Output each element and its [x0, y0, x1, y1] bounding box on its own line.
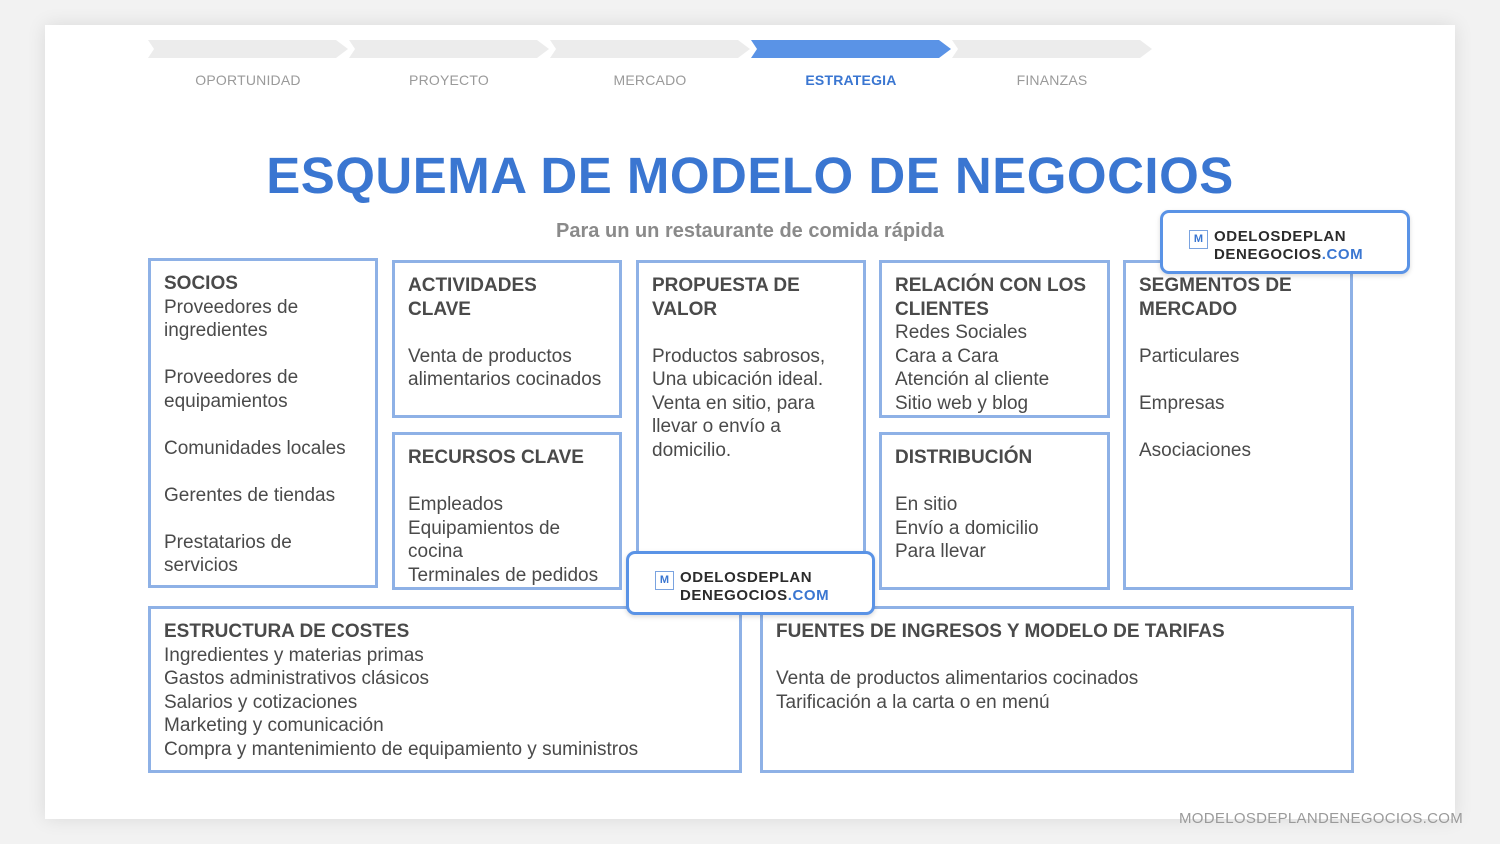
- list-item: Venta de productos alimentarios cocinado…: [408, 345, 602, 391]
- step-finanzas[interactable]: FINANZAS: [952, 40, 1152, 88]
- segmentos-heading: SEGMENTOS DE: [1139, 275, 1292, 296]
- segmentos-box: SEGMENTOS DE MERCADO Particulares Empres…: [1123, 260, 1353, 590]
- list-item: Terminales de pedidos: [408, 564, 599, 586]
- relacion-box: RELACIÓN CON LOS CLIENTES Redes Sociales…: [879, 260, 1110, 418]
- watermark-logo[interactable]: M ODELOSDEPLAN DENEGOCIOS.COM: [1160, 210, 1410, 274]
- step-arrow: [349, 40, 549, 58]
- ingresos-box: FUENTES DE INGRESOS Y MODELO DE TARIFAS …: [760, 606, 1354, 773]
- relacion-heading: RELACIÓN CON LOS: [895, 275, 1087, 296]
- step-arrow: [148, 40, 348, 58]
- watermark-logo[interactable]: M ODELOSDEPLAN DENEGOCIOS.COM: [626, 551, 875, 615]
- actividades-heading-2: CLAVE: [408, 298, 471, 320]
- logo-text-line2: DENEGOCIOS.COM: [1214, 246, 1364, 263]
- list-item: Redes Sociales: [895, 322, 1028, 343]
- logo-text-line1: ODELOSDEPLAN: [1214, 228, 1347, 245]
- page-title: ESQUEMA DE MODELO DE NEGOCIOS: [266, 147, 1234, 204]
- list-item: En sitio: [895, 494, 958, 515]
- list-item: Sitio web y blog: [895, 392, 1029, 414]
- list-item: Compra y mantenimiento de equipamiento y…: [164, 738, 639, 760]
- step-label: OPORTUNIDAD: [195, 72, 301, 88]
- segmentos-heading-2: MERCADO: [1139, 298, 1238, 320]
- propuesta-heading-2: VALOR: [652, 298, 718, 320]
- socios-box: SOCIOS Proveedores de ingredientes Prove…: [148, 258, 378, 588]
- actividades-box: ACTIVIDADES CLAVE Venta de productos ali…: [392, 260, 622, 418]
- relacion-heading-2: CLIENTES: [895, 298, 989, 320]
- list-item: Marketing y comunicación: [164, 715, 384, 736]
- step-estrategia[interactable]: ESTRATEGIA: [751, 40, 951, 88]
- recursos-box: RECURSOS CLAVE Empleados Equipamientos d…: [392, 432, 622, 590]
- step-arrow: [952, 40, 1152, 58]
- ingresos-heading: FUENTES DE INGRESOS Y MODELO DE TARIFAS: [776, 621, 1225, 642]
- recursos-heading: RECURSOS CLAVE: [408, 447, 584, 468]
- logo-m-icon: M: [655, 571, 674, 590]
- list-item: Particulares: [1139, 345, 1240, 367]
- costes-heading: ESTRUCTURA DE COSTES: [164, 621, 410, 642]
- step-label: PROYECTO: [409, 72, 489, 88]
- list-item: Proveedores de equipamientos: [164, 367, 299, 412]
- distribucion-heading: DISTRIBUCIÓN: [895, 447, 1033, 468]
- list-item: Comunidades locales: [164, 437, 346, 459]
- progress-steps: OPORTUNIDAD PROYECTO MERCADO ESTRATEGIA …: [148, 40, 1158, 90]
- list-item: Empleados: [408, 494, 504, 515]
- propuesta-box: PROPUESTA DE VALOR Productos sabrosos, U…: [636, 260, 866, 590]
- step-oportunidad[interactable]: OPORTUNIDAD: [148, 40, 348, 88]
- list-item: Venta de productos alimentarios cocinado…: [776, 668, 1139, 689]
- list-item: Atención al cliente: [895, 369, 1050, 390]
- socios-heading: SOCIOS: [164, 273, 238, 294]
- step-label: ESTRATEGIA: [805, 72, 897, 88]
- list-item: Proveedores de ingredientes: [164, 296, 299, 342]
- step-label: MERCADO: [613, 72, 687, 88]
- list-item: Equipamientos de cocina: [408, 517, 561, 563]
- step-label: FINANZAS: [1016, 72, 1088, 88]
- list-item: Ingredientes y materias primas: [164, 644, 424, 666]
- logo-text-line1: ODELOSDEPLAN: [680, 569, 813, 586]
- list-item: Envío a domicilio: [895, 517, 1039, 539]
- step-arrow: [751, 40, 951, 58]
- footer-url[interactable]: MODELOSDEPLANDENEGOCIOS.COM: [1179, 810, 1463, 827]
- page-subtitle: Para un un restaurante de comida rápida: [556, 220, 944, 242]
- list-item: Gastos administrativos clásicos: [164, 668, 430, 689]
- step-proyecto[interactable]: PROYECTO: [349, 40, 549, 88]
- list-item: Empresas: [1139, 392, 1225, 414]
- list-item: Gerentes de tiendas: [164, 484, 336, 506]
- distribucion-box: DISTRIBUCIÓN En sitio Envío a domicilio …: [879, 432, 1110, 590]
- list-item: Asociaciones: [1139, 439, 1251, 461]
- logo-m-icon: M: [1189, 230, 1208, 249]
- step-mercado[interactable]: MERCADO: [550, 40, 750, 88]
- list-item: Prestatarios de servicios: [164, 531, 292, 577]
- step-arrow: [550, 40, 750, 58]
- list-item: Salarios y cotizaciones: [164, 691, 358, 713]
- propuesta-text: Productos sabrosos, Una ubicación ideal.…: [652, 345, 826, 461]
- actividades-heading: ACTIVIDADES: [408, 275, 537, 296]
- costes-box: ESTRUCTURA DE COSTES Ingredientes y mate…: [148, 606, 742, 773]
- list-item: Cara a Cara: [895, 345, 999, 367]
- list-item: Tarificación a la carta o en menú: [776, 691, 1050, 713]
- list-item: Para llevar: [895, 541, 986, 562]
- logo-text-line2: DENEGOCIOS.COM: [680, 587, 830, 604]
- propuesta-heading: PROPUESTA DE: [652, 275, 800, 296]
